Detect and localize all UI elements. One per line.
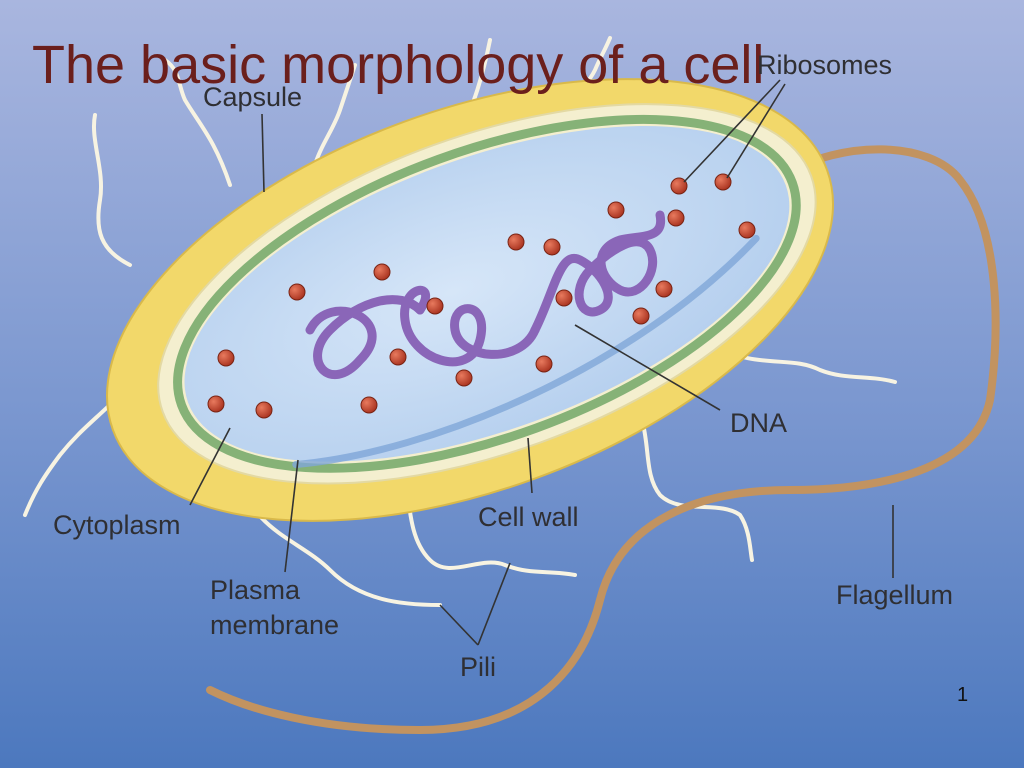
page-number: 1 bbox=[957, 684, 969, 706]
dna bbox=[305, 210, 666, 379]
label-plasma-membrane-line2: membrane bbox=[210, 610, 340, 640]
flagellum bbox=[206, 145, 1000, 735]
label-cytoplasm: Cytoplasm bbox=[53, 510, 181, 540]
leader-lines bbox=[189, 79, 894, 646]
leader-line-ribosomes bbox=[726, 83, 786, 179]
ribosome bbox=[738, 221, 756, 239]
ribosome bbox=[655, 280, 673, 298]
label-pili: Pili bbox=[460, 652, 497, 682]
ribosome bbox=[455, 369, 473, 387]
ribosome bbox=[543, 238, 561, 256]
pilus bbox=[163, 58, 232, 187]
label-cell-wall: Cell wall bbox=[478, 502, 579, 532]
ribosome bbox=[360, 396, 378, 414]
ribosome bbox=[373, 263, 391, 281]
plasma-membrane bbox=[173, 114, 801, 473]
label-ribosomes: Ribosomes bbox=[757, 50, 893, 80]
label-dna: DNA bbox=[730, 408, 788, 438]
slide-title: The basic morphology of a cell bbox=[32, 35, 765, 95]
pilus bbox=[92, 113, 132, 267]
label-plasma-membrane-line1: Plasma bbox=[210, 575, 301, 605]
ribosome bbox=[607, 201, 625, 219]
ribosome bbox=[288, 283, 306, 301]
cytoplasm-highlight bbox=[292, 234, 760, 469]
ribosome bbox=[507, 233, 525, 251]
ribosome bbox=[632, 307, 650, 325]
pilus bbox=[403, 468, 577, 577]
leader-line-dna bbox=[574, 324, 721, 411]
leader-line-capsule bbox=[261, 113, 265, 193]
leader-line-cytoplasm bbox=[189, 427, 231, 506]
leader-line-ribosomes bbox=[683, 79, 781, 183]
ribosome bbox=[535, 355, 553, 373]
leader-line-pili bbox=[439, 604, 479, 646]
pilus bbox=[23, 393, 122, 517]
ribosome bbox=[670, 177, 688, 195]
label-capsule: Capsule bbox=[203, 82, 303, 112]
label-flagellum: Flagellum bbox=[836, 580, 954, 610]
leader-line-pili bbox=[477, 562, 511, 646]
ribosome bbox=[426, 297, 444, 315]
leader-line-plasma-membrane bbox=[284, 459, 299, 573]
ribosome bbox=[389, 348, 407, 366]
ribosome bbox=[255, 401, 273, 419]
ribosome bbox=[555, 289, 573, 307]
ribosome bbox=[207, 395, 225, 413]
ribosome bbox=[217, 349, 235, 367]
ribosomes bbox=[207, 173, 756, 419]
ribosome bbox=[667, 209, 685, 227]
leader-line-cell-wall bbox=[527, 437, 533, 494]
